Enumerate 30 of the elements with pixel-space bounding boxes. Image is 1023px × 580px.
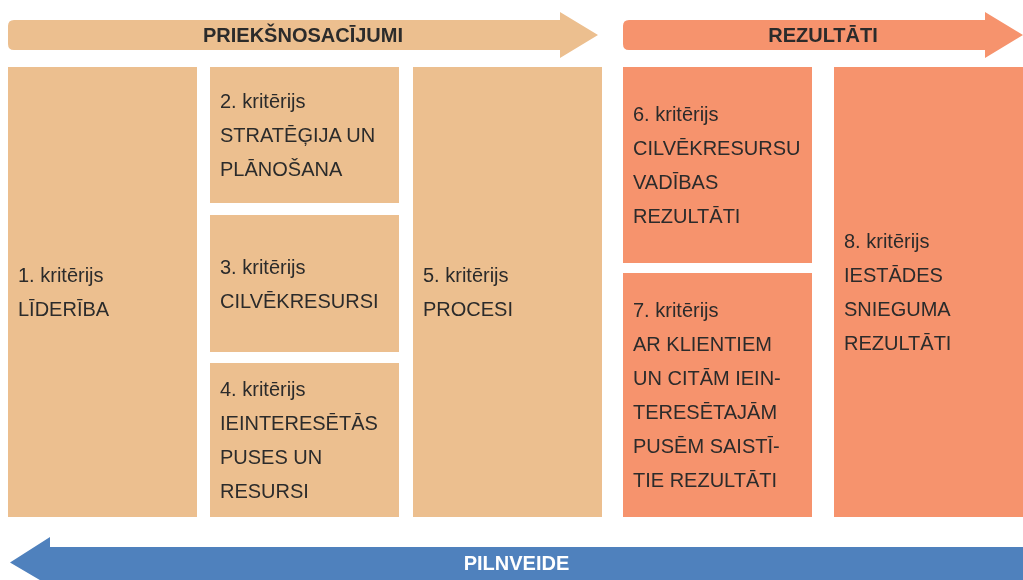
criterion-box [210, 363, 399, 517]
criterion-box [8, 67, 197, 517]
band-label: PRIEKŠNOSACĪJUMI [203, 23, 403, 47]
criterion-title: STRATĒĢIJA UN PLĀNOŠANA [220, 123, 377, 182]
left-arrow-band [10, 537, 1023, 580]
criterion-title: LĪDERĪBA [18, 297, 111, 322]
criterion-number: 2. kritērijs [220, 89, 307, 114]
criterion-title: IEINTERESĒTĀS PUSES UN RESURSI [220, 411, 379, 504]
criterion-title: CILVĒKRESURSU VADĪBAS REZULTĀTI [633, 136, 802, 229]
criterion-box [834, 67, 1023, 517]
criterion-number: 5. kritērijs [423, 263, 510, 288]
criterion-box [210, 215, 399, 352]
right-arrow-band [623, 12, 1023, 58]
criterion-number: 1. kritērijs [18, 263, 105, 288]
band-label: PILNVEIDE [463, 552, 570, 575]
criterion-number: 7. kritērijs [633, 298, 720, 323]
criterion-title: PROCESI [423, 297, 515, 322]
criterion-box [623, 273, 812, 517]
criterion-title: IESTĀDES SNIEGUMA REZULTĀTI [844, 263, 953, 356]
criterion-title: AR KLIENTIEM UN CITĀM IEIN- TERESĒTAJĀM PUSĒM SAISTĪ- TIE REZULTĀTI [633, 332, 782, 493]
criterion-number: 8. kritērijs [844, 229, 931, 254]
criterion-number: 3. kritērijs [220, 254, 307, 280]
criterion-box [210, 67, 399, 203]
criterion-title: CILVĒKRESURSI [220, 288, 380, 314]
right-arrow-band [8, 12, 598, 58]
criterion-box [413, 67, 602, 517]
criterion-number: 4. kritērijs [220, 377, 307, 402]
criterion-number: 6. kritērijs [633, 102, 720, 127]
criterion-box [623, 67, 812, 263]
band-label: REZULTĀTI [768, 23, 878, 47]
